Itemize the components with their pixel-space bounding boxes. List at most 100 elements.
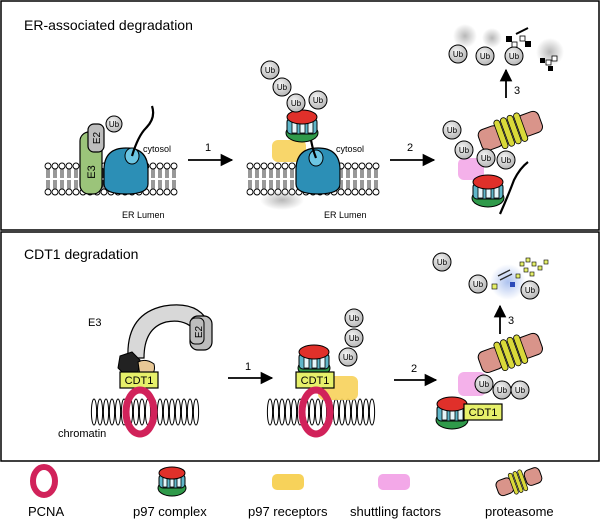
lipid-head xyxy=(358,188,366,196)
legend-p97-icon xyxy=(157,466,187,497)
lipid-head xyxy=(44,188,52,196)
lipid-tail xyxy=(172,180,176,189)
lipid-tail xyxy=(74,169,78,178)
lipid-head xyxy=(358,162,366,170)
lipid-tail xyxy=(172,169,176,178)
cdt1-stage1: E2 E3 CDT1 chromatin xyxy=(58,304,213,440)
proteasome xyxy=(477,332,543,374)
lipid-head xyxy=(344,188,352,196)
erad-stage2: Ub Ub Ub Ub cytosol ER Lumen xyxy=(260,60,367,220)
dna-coil xyxy=(108,398,116,426)
lipid-tail xyxy=(290,169,294,178)
e2-label: E2 xyxy=(92,131,103,144)
ub-label: Ub xyxy=(313,96,324,105)
lipid-head xyxy=(365,162,373,170)
e3-label: E3 xyxy=(88,317,101,329)
panel-title-erad: ER-associated degradation xyxy=(24,17,193,33)
lipid-head xyxy=(344,162,352,170)
ub-label: Ub xyxy=(509,52,520,61)
lipid-tail xyxy=(53,180,57,189)
chromatin-label: chromatin xyxy=(58,428,106,440)
panel-cdt1-frame xyxy=(0,231,600,462)
legend xyxy=(30,464,543,498)
cdt1-label: CDT1 xyxy=(469,407,498,419)
dna-coil xyxy=(272,398,280,426)
lipid-head xyxy=(58,162,66,170)
lipid-tail xyxy=(255,169,259,178)
lipid-head xyxy=(260,162,268,170)
lipid-head xyxy=(351,188,359,196)
lipid-head xyxy=(170,162,178,170)
lipid-tail xyxy=(46,169,50,178)
dna-coil xyxy=(290,398,298,426)
lipid-head xyxy=(72,162,80,170)
lipid-tail xyxy=(276,180,280,189)
dna-coil xyxy=(314,398,322,426)
dna-coil xyxy=(284,398,292,426)
dna-coil xyxy=(132,398,140,426)
dna-coil xyxy=(356,398,364,426)
legend-shuttling-icon xyxy=(378,474,410,490)
lipid-head xyxy=(365,188,373,196)
lipid-head xyxy=(163,188,171,196)
erad-stage1: E3 E2 Ub cytosol ER Lumen xyxy=(79,105,171,220)
ub-label: Ub xyxy=(277,83,288,92)
chromatin-left xyxy=(90,398,200,426)
degradation-products: Ub Ub Ub xyxy=(448,24,564,71)
dna-coil xyxy=(192,398,200,426)
ub-label: Ub xyxy=(447,126,458,135)
step2-label: 2 xyxy=(411,363,417,375)
lipid-head xyxy=(170,188,178,196)
legend-label-p97: p97 complex xyxy=(133,504,207,519)
dna-coil xyxy=(278,398,286,426)
lipid-head xyxy=(267,162,275,170)
dna-coil xyxy=(350,398,358,426)
ub-label: Ub xyxy=(525,286,536,295)
lipid-tail xyxy=(353,180,357,189)
lipid-tail xyxy=(60,169,64,178)
lipid-tail xyxy=(290,180,294,189)
lipid-head xyxy=(281,162,289,170)
dna-coil xyxy=(362,398,370,426)
ub-label: Ub xyxy=(437,258,448,267)
lipid-tail xyxy=(151,169,155,178)
e2-label: E2 xyxy=(194,325,205,338)
legend-label-proteasome: proteasome xyxy=(485,504,554,519)
cdt1-stage2: CDT1 Ub Ub Ub xyxy=(295,308,364,438)
ub-label: Ub xyxy=(349,334,360,343)
lipid-tail xyxy=(60,180,64,189)
substrate-chain xyxy=(130,105,155,157)
dna-coil xyxy=(90,398,98,426)
p97-complex xyxy=(285,109,319,143)
lipid-head xyxy=(253,188,261,196)
p97-complex xyxy=(471,174,505,208)
proteasome xyxy=(477,110,543,152)
dna-coil xyxy=(114,398,122,426)
panel-title-cdt1: CDT1 degradation xyxy=(24,246,139,262)
ub-label: Ub xyxy=(459,146,470,155)
lipid-tail xyxy=(255,180,259,189)
p97-complex xyxy=(435,396,469,430)
dna-coil xyxy=(96,398,104,426)
pcna-ring xyxy=(122,386,158,438)
lipid-tail xyxy=(353,169,357,178)
lipid-head xyxy=(246,162,254,170)
lipid-tail xyxy=(46,180,50,189)
lipid-tail xyxy=(374,169,378,178)
dna-coil xyxy=(138,398,146,426)
legend-pcna-icon xyxy=(30,464,58,498)
lipid-tail xyxy=(283,180,287,189)
cdt1-stage3: Ub Ub Ub CDT1 xyxy=(435,332,543,430)
lipid-tail xyxy=(165,169,169,178)
step1-label: 1 xyxy=(245,361,251,373)
ub-label: Ub xyxy=(109,120,120,129)
ub-label: Ub xyxy=(515,386,526,395)
dna-coil xyxy=(332,398,340,426)
lipid-head xyxy=(163,162,171,170)
lipid-tail xyxy=(367,180,371,189)
e2-enzyme xyxy=(87,123,105,153)
dna-coil xyxy=(338,398,346,426)
lipid-tail xyxy=(262,180,266,189)
dna-coil xyxy=(174,398,182,426)
